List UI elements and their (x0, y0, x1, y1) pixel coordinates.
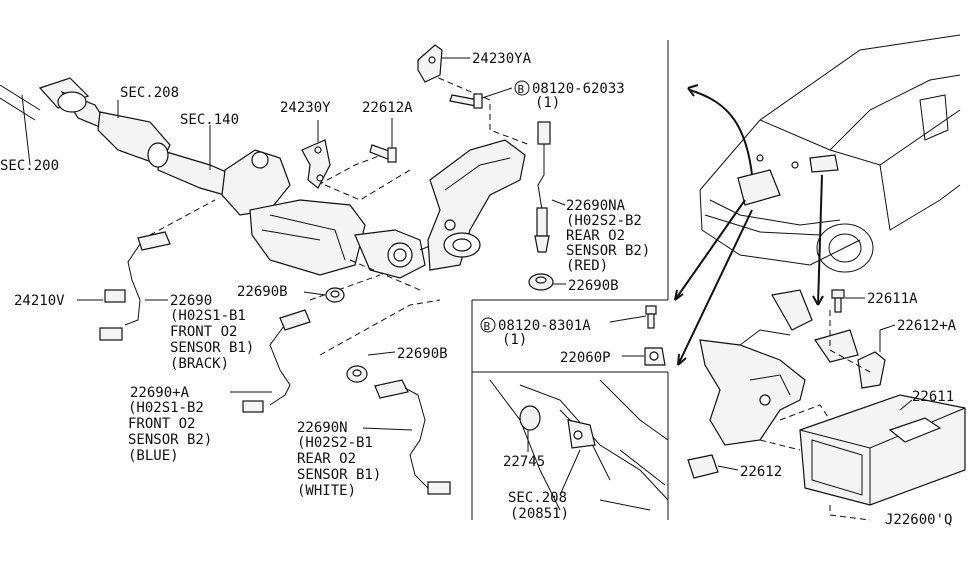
diagram-reference: J22600'Q (885, 512, 952, 528)
p22690na-line3: SENSOR B2) (566, 243, 650, 259)
p22612pa-label: 22612+A (897, 318, 957, 334)
p22612pa-leader (879, 324, 896, 352)
front-o2-sensor-b2 (242, 309, 311, 413)
sec200-leader (21, 94, 31, 166)
p22690pa-line2: FRONT O2 (128, 416, 195, 432)
bolt-b1-qty: (1) (535, 95, 560, 111)
p22690n-line4: (WHITE) (297, 483, 356, 499)
p22611-label: 22611 (912, 389, 954, 405)
p22690na-leader (551, 199, 566, 206)
panel-dividers (471, 40, 669, 520)
bracket-24230y (301, 139, 331, 189)
bolt-08120-62033 (449, 93, 483, 109)
bolt-22611a (831, 289, 845, 313)
exhaust-manifold-catalyst (221, 149, 461, 279)
bolt-b2-label: 08120-8301A (498, 318, 591, 334)
washer-22690b-mid (325, 287, 345, 303)
connector-22612 (687, 454, 719, 479)
bolt-b1-leader (481, 87, 513, 99)
p22745-label: 22745 (503, 454, 545, 470)
p22690na-line1: (H02S2-B2 (566, 213, 642, 229)
p22690pa-label: 22690+A (130, 385, 190, 401)
p22690n-line1: (H02S2-B1 (297, 435, 373, 451)
sec200-label: SEC.200 (0, 158, 59, 174)
p22690-line2: FRONT O2 (170, 324, 237, 340)
p22690-label: 22690 (170, 293, 212, 309)
p22690-line3: SENSOR B1) (170, 340, 254, 356)
washer-22690b-low (346, 365, 368, 383)
bracket-24230ya (417, 44, 443, 83)
p24230ya-label: 24230YA (472, 51, 532, 67)
inset-engine-block (489, 379, 669, 511)
bolt-08120-8301a (645, 305, 657, 329)
b-mark-1: B (518, 83, 525, 96)
callout-arrows (674, 84, 824, 366)
p22611-leader (899, 399, 913, 411)
p22612-label: 22612 (740, 464, 782, 480)
p22690b-low-label: 22690B (397, 346, 448, 362)
p22690n-leader (362, 427, 413, 431)
p22690pa-line1: (H02S1-B2 (128, 400, 204, 416)
p22690-line1: (H02S1-B1 (170, 308, 246, 324)
car-front-view (699, 34, 961, 273)
p22690na-label: 22690NA (566, 198, 626, 214)
bolt-b2-leader (609, 315, 647, 323)
rear-exhaust-manifold (427, 139, 526, 271)
sec208-inset-label: SEC.208 (508, 490, 567, 506)
p22690n-line2: REAR O2 (297, 451, 356, 467)
sec208-inset-ref: (20851) (510, 506, 569, 522)
dashed-leaders-right (759, 310, 871, 521)
bolt-b1-label: 08120-62033 (532, 81, 625, 97)
p22690pa-line3: SENSOR B2) (128, 432, 212, 448)
p22690na-line2: REAR O2 (566, 228, 625, 244)
bolt-b2-qty: (1) (502, 332, 527, 348)
ecm-bracket (699, 289, 859, 446)
p22612-leader (717, 465, 739, 471)
sec208-label: SEC.208 (120, 85, 179, 101)
b-mark-circle-1 (514, 80, 530, 96)
p22690pa-line4: (BLUE) (128, 448, 179, 464)
b-mark-2: B (484, 320, 491, 333)
b-mark-circle-2 (480, 317, 496, 333)
front-o2-sensor-b1 (99, 231, 171, 341)
p22690b-mid-label: 22690B (237, 284, 288, 300)
ecm-module-22611 (799, 394, 966, 506)
p24230y-label: 24230Y (280, 100, 331, 116)
p22690-line4: (BRACK) (170, 356, 229, 372)
p22690b-mid-leader (303, 291, 326, 296)
p22612a-label: 22612A (362, 100, 413, 116)
p22060p-label: 22060P (560, 350, 611, 366)
clip-22612pa (857, 351, 886, 389)
p22690b-low-leader (367, 351, 396, 356)
p22690n-label: 22690N (297, 420, 348, 436)
rear-o2-sensor-b1 (374, 379, 451, 495)
p22690na-line4: (RED) (566, 258, 608, 274)
sec208-inset-leader (559, 449, 581, 496)
p22611a-label: 22611A (867, 291, 918, 307)
knock-sensor-22060p (644, 347, 666, 366)
p24210v-label: 24210V (14, 293, 65, 309)
rear-o2-sensor-b2 (534, 121, 551, 253)
washer-22690b-top (528, 273, 554, 291)
p22690n-line3: SENSOR B1) (297, 467, 381, 483)
p22690b-top-label: 22690B (568, 278, 619, 294)
sec140-label: SEC.140 (180, 112, 239, 128)
